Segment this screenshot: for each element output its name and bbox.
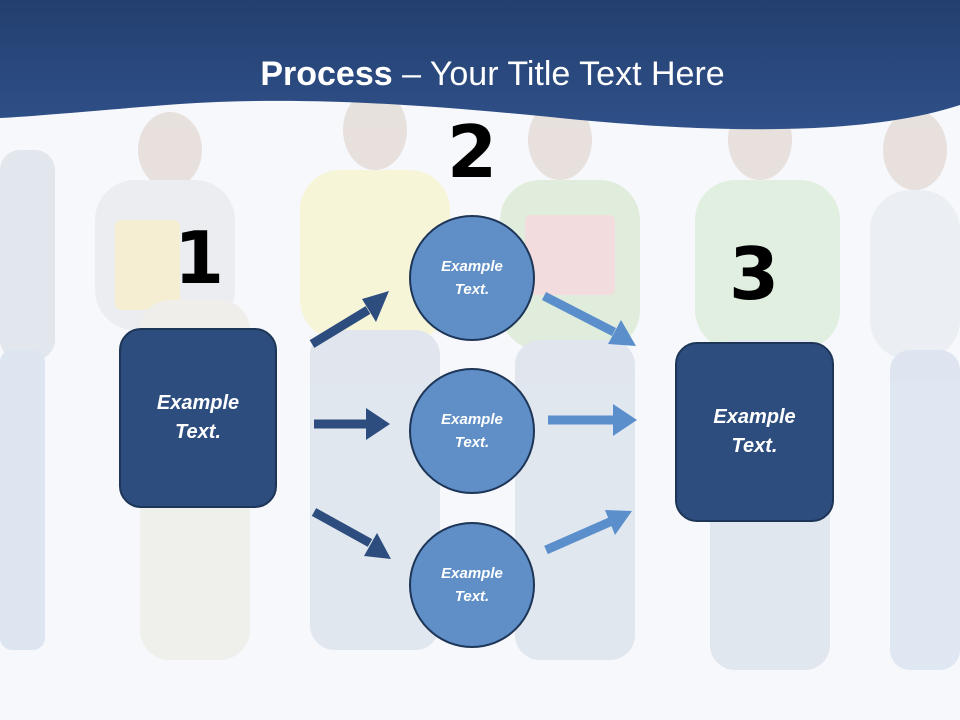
step-1-box-line2: Text. <box>175 421 221 443</box>
circle-bottom-line2: Text. <box>454 588 490 605</box>
step-number-1: 1 <box>173 216 225 300</box>
step-3-box-line2: Text. <box>731 435 778 457</box>
title-rest-text: – Your Title Text Here <box>392 55 725 93</box>
step-1-box-line1: Example <box>156 392 240 414</box>
arrow-from-circle-bottom <box>544 510 632 555</box>
arrow-to-circle-top <box>309 291 389 348</box>
step-number-3: 3 <box>728 232 780 316</box>
arrow-from-circle-top <box>541 291 636 346</box>
step-number-2: 2 <box>446 110 498 194</box>
slide-title: Process – Your Title Text Here <box>0 52 960 96</box>
circle-middle-line2: Text. <box>454 434 490 451</box>
circle-bottom-line1: Example <box>441 565 503 582</box>
title-banner <box>0 0 960 130</box>
title-bold-text: Process <box>260 55 393 93</box>
step-1-box[interactable]: Example Text. <box>119 328 277 508</box>
arrow-from-circle-middle <box>548 404 637 436</box>
circle-top-line1: Example <box>441 258 503 275</box>
circle-middle-line1: Example <box>441 411 503 428</box>
step-3-box[interactable]: Example Text. <box>675 342 834 522</box>
step-2-circle-middle[interactable]: Example Text. <box>409 368 535 494</box>
step-2-circle-bottom[interactable]: Example Text. <box>409 522 535 648</box>
arrow-to-circle-bottom <box>311 508 391 559</box>
circle-top-line2: Text. <box>454 281 490 298</box>
arrow-to-circle-middle <box>314 408 390 440</box>
step-2-circle-top[interactable]: Example Text. <box>409 215 535 341</box>
step-3-box-line1: Example <box>713 406 796 428</box>
